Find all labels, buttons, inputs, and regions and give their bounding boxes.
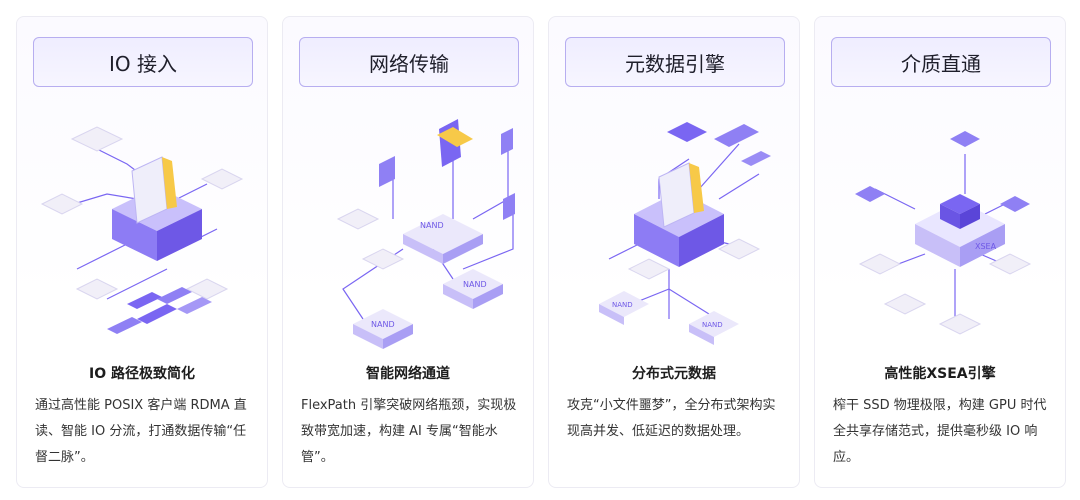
feature-card-io-access: IO 接入: [16, 16, 268, 488]
nand-label: NAND: [371, 320, 395, 329]
feature-card-network: 网络传输: [282, 16, 534, 488]
card-subtitle: 分布式元数据: [632, 366, 716, 382]
card-description: 榨干 SSD 物理极限，构建 GPU 时代全共享存储范式，提供毫秒级 IO 响应…: [833, 398, 1047, 465]
nand-label: NAND: [702, 321, 723, 329]
network-illustration: NAND NAND NAND: [336, 119, 515, 349]
xsea-illustration: XSEA: [855, 131, 1032, 335]
nand-label: NAND: [612, 301, 633, 309]
metadata-illustration: NAND NAND: [599, 122, 771, 345]
feature-card-metadata: 元数据引擎: [548, 16, 800, 488]
card-description: FlexPath 引擎突破网络瓶颈，实现极致带宽加速，构建 AI 专属“智能水管…: [301, 398, 517, 465]
card-description: 通过高性能 POSIX 客户端 RDMA 直读、智能 IO 分流，打通数据传输“…: [35, 398, 247, 465]
io-path-illustration: [40, 126, 244, 334]
xsea-label: XSEA: [975, 242, 997, 251]
nand-label: NAND: [463, 280, 487, 289]
card-title: IO 接入: [33, 37, 253, 87]
card-title: 介质直通: [831, 37, 1051, 87]
card-subtitle: 智能网络通道: [366, 366, 450, 382]
feature-card-direct-media: 介质直通 XSEA: [814, 16, 1066, 488]
nand-label: NAND: [420, 221, 444, 230]
card-description: 攻克“小文件噩梦”，全分布式架构实现高并发、低延迟的数据处理。: [567, 398, 776, 439]
card-subtitle: IO 路径极致简化: [89, 366, 195, 382]
card-title: 网络传输: [299, 37, 519, 87]
feature-grid: IO 接入: [16, 16, 1070, 488]
card-subtitle: 高性能XSEA引擎: [884, 366, 996, 382]
card-title: 元数据引擎: [565, 37, 785, 87]
